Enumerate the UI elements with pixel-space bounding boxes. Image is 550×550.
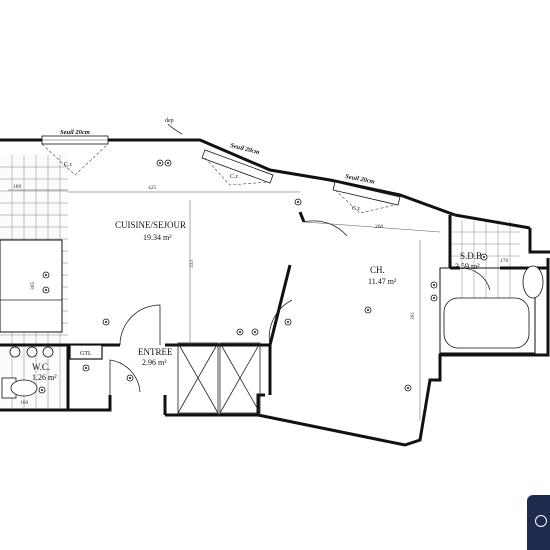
dep-label: dep <box>165 118 174 124</box>
room-area-sejour: 19.34 m² <box>143 233 172 242</box>
doors <box>109 220 491 395</box>
dim-333: 333 <box>189 260 195 269</box>
seuil-label-1: Seuil 20cm <box>60 129 90 136</box>
dim-170: 170 <box>500 258 509 264</box>
room-name-sdb: S.D.B <box>460 251 482 261</box>
walls <box>0 138 550 447</box>
room-area-entree: 2.96 m² <box>142 358 167 367</box>
dimension-lines <box>8 189 441 420</box>
washbasin-icon <box>522 265 544 299</box>
dim-305: 305 <box>30 282 36 291</box>
cgr-label-2: C.r. <box>230 174 239 180</box>
brand-badge[interactable] <box>527 495 550 550</box>
dim-160: 160 <box>20 400 29 406</box>
room-area-wc: 1.26 m² <box>32 373 57 382</box>
dim-391: 391 <box>410 312 416 321</box>
kitchen-tiles <box>0 155 68 408</box>
room-area-sdb: 3.59 m² <box>455 262 480 271</box>
bathtub <box>439 267 536 354</box>
room-name-entree: ENTREE <box>138 347 173 357</box>
room-area-chambre: 11.47 m² <box>368 277 397 286</box>
dim-425: 425 <box>148 185 157 191</box>
home-icon <box>535 515 547 527</box>
electrical-outlets <box>38 159 488 394</box>
dep-arrow <box>167 123 183 135</box>
dim-260: 260 <box>375 224 384 230</box>
room-name-wc: W.C. <box>32 362 50 372</box>
room-name-chambre: CH. <box>370 265 385 275</box>
cooktop-icon <box>9 346 54 358</box>
windows <box>41 135 401 214</box>
cgr-label-1: C.r. <box>64 162 73 168</box>
room-name-sejour: CUISINE/SEJOUR <box>115 220 186 230</box>
cgr-label-3: C.r. <box>352 206 361 212</box>
toilet-icon <box>1 377 38 399</box>
closets <box>177 342 261 414</box>
gtl-label: GTL <box>80 351 92 357</box>
dim-189: 189 <box>13 184 22 190</box>
